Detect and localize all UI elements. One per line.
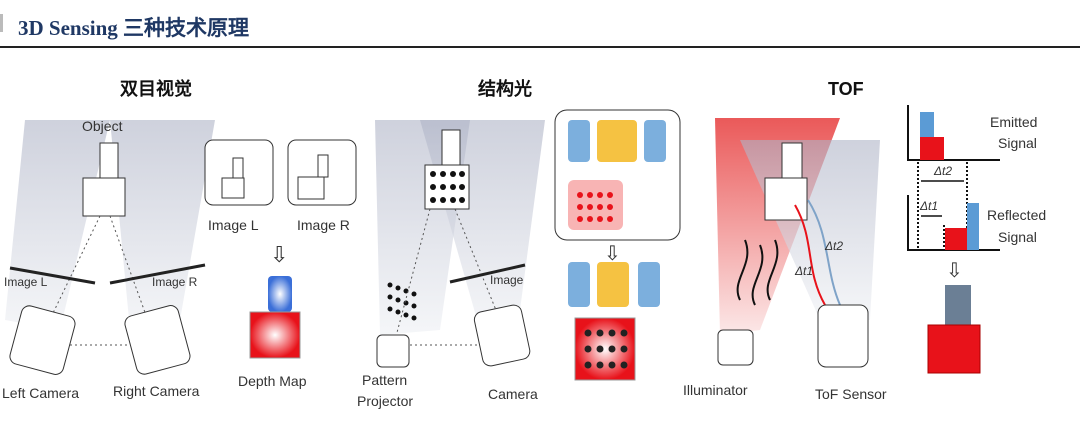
emitted-label-2: Signal bbox=[998, 135, 1037, 151]
signal-timing-chart: Emitted Signal Δt2 Δt1 Reflected Signal bbox=[907, 105, 1046, 251]
right-camera bbox=[124, 305, 191, 375]
image-plane-l bbox=[9, 266, 96, 285]
depth-map-cube bbox=[249, 311, 301, 359]
image-l-label: Image L bbox=[4, 275, 48, 289]
header-divider bbox=[0, 46, 1080, 48]
projector-label: Projector bbox=[357, 393, 413, 409]
reflected-label-2: Signal bbox=[998, 229, 1037, 245]
left-camera-label: Left Camera bbox=[2, 385, 79, 401]
dt2-label: Δt2 bbox=[824, 239, 843, 253]
right-camera-fov bbox=[110, 120, 215, 330]
object-cylinder bbox=[99, 142, 119, 179]
dt1-timing-label: Δt1 bbox=[919, 199, 938, 213]
left-camera bbox=[9, 305, 76, 375]
pattern-label: Pattern bbox=[362, 372, 407, 388]
image-plane bbox=[449, 263, 526, 284]
header-marker bbox=[0, 14, 3, 32]
dt1-label: Δt1 bbox=[794, 264, 813, 278]
image-r-label: Image R bbox=[152, 275, 198, 289]
depth-map-label: Depth Map bbox=[238, 373, 307, 389]
image-label: Image bbox=[490, 273, 524, 287]
down-arrow-icon: ⇩ bbox=[604, 243, 621, 265]
illuminator bbox=[717, 329, 754, 366]
image-r-thumb-label: Image R bbox=[297, 217, 350, 233]
pattern-projector bbox=[376, 334, 410, 368]
camera-label: Camera bbox=[488, 386, 538, 402]
down-arrow-icon: ⇩ bbox=[946, 260, 963, 282]
tof-sensor bbox=[817, 304, 869, 368]
structured-light-panel: 结构光 Image Pattern Projector Camera ⇩ bbox=[357, 78, 681, 409]
image-plane-r bbox=[109, 263, 206, 285]
structured-light-title: 结构光 bbox=[478, 78, 532, 99]
stereo-vision-panel: 双目视觉 Object Image L Image R Left Camera … bbox=[2, 78, 357, 401]
tof-title: TOF bbox=[828, 79, 864, 99]
image-l-thumb-label: Image L bbox=[208, 217, 259, 233]
reflected-ray bbox=[794, 204, 826, 306]
depth-cylinder bbox=[945, 285, 971, 325]
tof-sensor-label: ToF Sensor bbox=[815, 386, 887, 402]
emitted-label-1: Emitted bbox=[990, 114, 1037, 130]
reflected-label-1: Reflected bbox=[987, 207, 1046, 223]
object-label: Object bbox=[82, 118, 123, 134]
dt2-timing-label: Δt2 bbox=[933, 164, 952, 178]
depth-map-cylinder bbox=[268, 276, 292, 312]
camera bbox=[473, 304, 531, 367]
page-title: 3D Sensing 三种技术原理 bbox=[18, 16, 250, 40]
depth-cube bbox=[927, 324, 981, 374]
tof-panel: TOF Δt2 Δt1 Illuminator ToF Sensor Emitt… bbox=[683, 79, 1046, 402]
down-arrow-icon: ⇩ bbox=[270, 242, 288, 267]
right-camera-label: Right Camera bbox=[113, 383, 200, 399]
dot-pattern bbox=[387, 171, 465, 321]
stereo-title: 双目视觉 bbox=[120, 78, 192, 99]
wave-icon bbox=[736, 239, 779, 306]
tof-object bbox=[764, 177, 808, 221]
left-camera-fov bbox=[5, 120, 110, 330]
object-cube bbox=[82, 177, 126, 217]
illuminator-label: Illuminator bbox=[683, 382, 748, 398]
